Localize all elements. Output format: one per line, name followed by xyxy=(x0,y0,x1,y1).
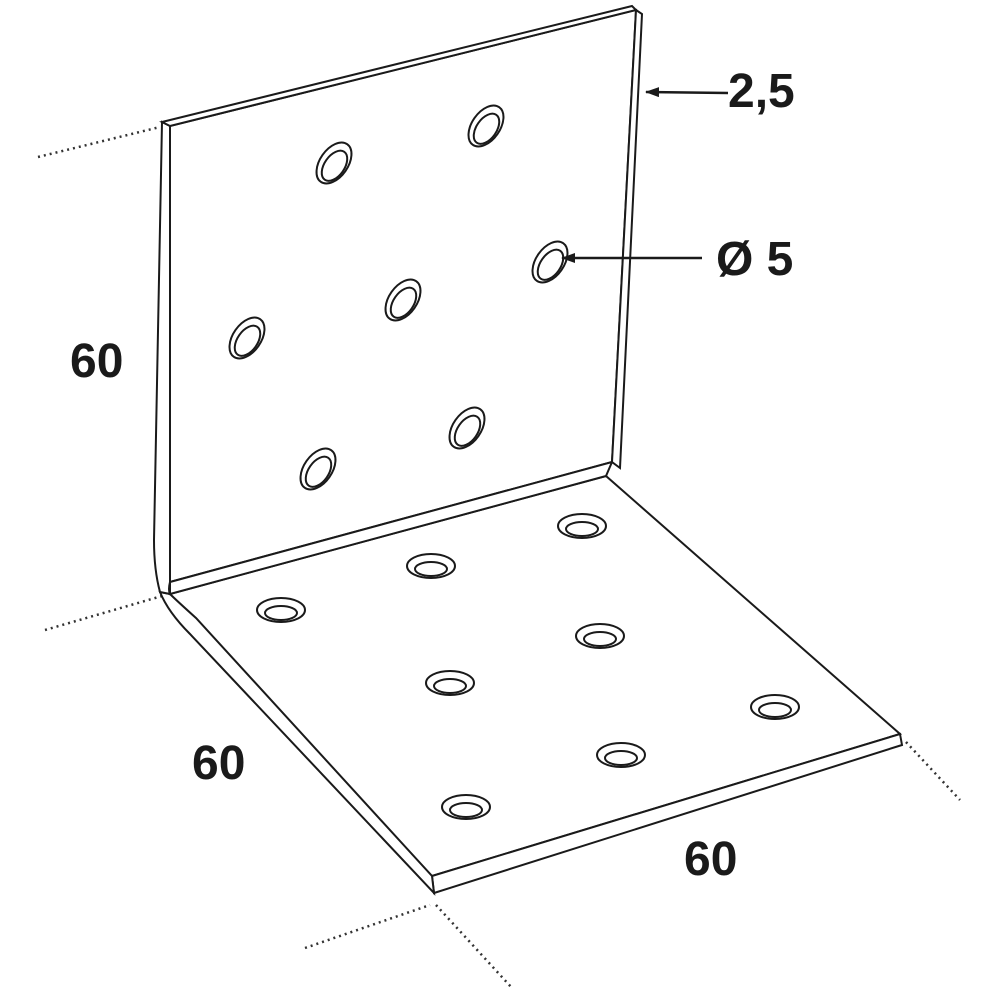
hole-base-6 xyxy=(750,694,800,720)
dimension-vertical-height: 60 xyxy=(70,335,124,388)
hole-base-1 xyxy=(557,513,607,539)
vertical-plate-side-edge xyxy=(152,120,172,596)
base-plate-holes xyxy=(256,513,800,820)
base-plate-bend-outer xyxy=(158,590,436,896)
extension-bottom-diag xyxy=(435,904,513,989)
hole-base-3 xyxy=(256,597,306,623)
hole-vertical-2 xyxy=(467,104,505,148)
vertical-plate-right-edge xyxy=(610,8,644,470)
hole-base-4 xyxy=(575,623,625,649)
hole-vertical-4 xyxy=(384,278,422,322)
extension-bend-left xyxy=(44,594,163,632)
hole-base-7 xyxy=(596,742,646,768)
base-plate xyxy=(158,474,904,896)
extension-right-diag xyxy=(905,741,961,801)
hole-base-8 xyxy=(441,794,491,820)
extension-top-left xyxy=(37,125,161,159)
hole-vertical-3 xyxy=(531,240,569,284)
hole-vertical-1 xyxy=(315,141,353,185)
hole-base-5 xyxy=(425,670,475,696)
dimension-hole-diameter: Ø 5 xyxy=(716,233,794,286)
leader-arrows xyxy=(561,87,729,263)
vertical-plate-bend-inner xyxy=(169,460,614,596)
dimension-width: 60 xyxy=(684,833,738,886)
dimension-thickness: 2,5 xyxy=(728,65,795,118)
hole-vertical-7 xyxy=(299,447,337,491)
dimension-base-depth: 60 xyxy=(192,737,246,790)
hole-vertical-5 xyxy=(228,316,266,360)
hole-base-2 xyxy=(406,553,456,579)
vertical-plate-holes xyxy=(228,104,569,491)
hole-vertical-6 xyxy=(448,406,486,450)
extension-bottom-left xyxy=(304,903,431,950)
thickness-arrow xyxy=(645,87,729,98)
dotted-extension-lines xyxy=(37,125,961,989)
